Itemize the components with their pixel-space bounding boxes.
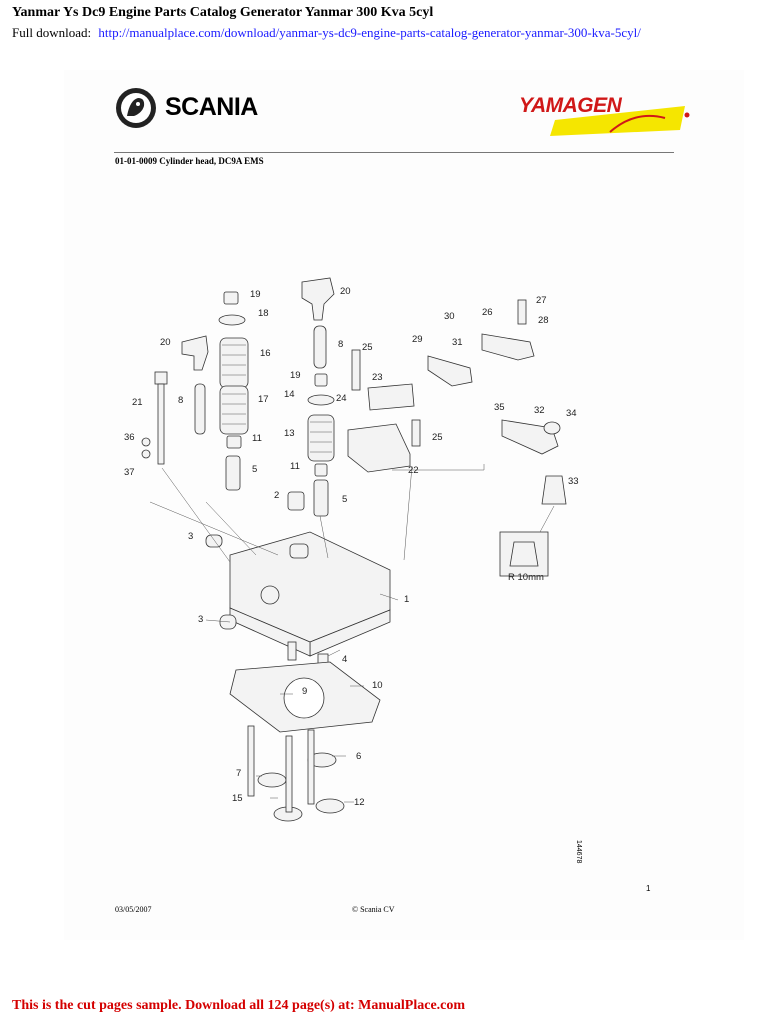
svg-text:18: 18 <box>258 308 269 319</box>
svg-text:4: 4 <box>342 654 347 665</box>
scania-logo <box>116 88 156 128</box>
svg-text:10: 10 <box>372 680 383 691</box>
svg-text:6: 6 <box>356 751 361 762</box>
svg-text:19: 19 <box>290 370 301 381</box>
footer-date: 03/05/2007 <box>115 905 152 914</box>
section-title: 01-01-0009 Cylinder head, DC9A EMS <box>115 156 264 166</box>
svg-text:25: 25 <box>432 432 443 443</box>
svg-text:30: 30 <box>444 311 455 322</box>
svg-text:16: 16 <box>260 348 271 359</box>
svg-text:34: 34 <box>566 408 577 419</box>
svg-text:12: 12 <box>354 797 365 808</box>
svg-text:15: 15 <box>232 793 243 804</box>
download-line: Full download: http://manualplace.com/do… <box>12 25 641 41</box>
svg-text:33: 33 <box>568 476 579 487</box>
svg-text:28: 28 <box>538 315 549 326</box>
catalog-page <box>64 70 744 940</box>
svg-text:14: 14 <box>284 389 295 400</box>
svg-text:13: 13 <box>284 428 295 439</box>
figure-id: 144678 <box>575 840 582 864</box>
yamagen-logo <box>550 106 690 136</box>
svg-text:27: 27 <box>536 295 547 306</box>
svg-text:3: 3 <box>198 614 203 625</box>
yamagen-wordmark: YAMAGEN <box>519 94 622 117</box>
svg-text:37: 37 <box>124 467 135 478</box>
download-link[interactable]: http://manualplace.com/download/yanmar-y… <box>98 25 641 40</box>
svg-text:22: 22 <box>408 465 419 476</box>
svg-text:20: 20 <box>340 286 351 297</box>
svg-text:36: 36 <box>124 432 135 443</box>
svg-text:1: 1 <box>404 594 409 605</box>
header-divider <box>114 152 674 153</box>
svg-text:2: 2 <box>274 490 279 501</box>
svg-text:29: 29 <box>412 334 423 345</box>
page-number: 1 <box>646 884 651 893</box>
svg-text:32: 32 <box>534 405 545 416</box>
footer-copyright: © Scania CV <box>352 905 395 914</box>
svg-text:31: 31 <box>452 337 463 348</box>
svg-text:3: 3 <box>188 531 193 542</box>
svg-text:7: 7 <box>236 768 241 779</box>
svg-text:26: 26 <box>482 307 493 318</box>
svg-text:35: 35 <box>494 402 505 413</box>
svg-text:17: 17 <box>258 394 269 405</box>
svg-text:19: 19 <box>250 289 261 300</box>
svg-text:21: 21 <box>132 397 143 408</box>
svg-text:9: 9 <box>302 686 307 697</box>
svg-text:24: 24 <box>336 393 347 404</box>
svg-text:25: 25 <box>362 342 373 353</box>
download-label: Full download: <box>12 25 92 40</box>
svg-text:23: 23 <box>372 372 383 383</box>
scania-wordmark: SCANIA <box>165 93 258 121</box>
document-title: Yanmar Ys Dc9 Engine Parts Catalog Gener… <box>12 5 434 20</box>
sample-banner: This is the cut pages sample. Download a… <box>12 998 466 1013</box>
svg-text:11: 11 <box>290 461 300 472</box>
yamagen-swoosh <box>550 106 685 136</box>
svg-text:5: 5 <box>252 464 257 475</box>
svg-text:8: 8 <box>338 339 343 350</box>
svg-text:20: 20 <box>160 337 171 348</box>
detail-label: R 10mm <box>508 572 544 583</box>
svg-text:11: 11 <box>252 433 262 444</box>
svg-text:5: 5 <box>342 494 347 505</box>
svg-text:8: 8 <box>178 395 183 406</box>
